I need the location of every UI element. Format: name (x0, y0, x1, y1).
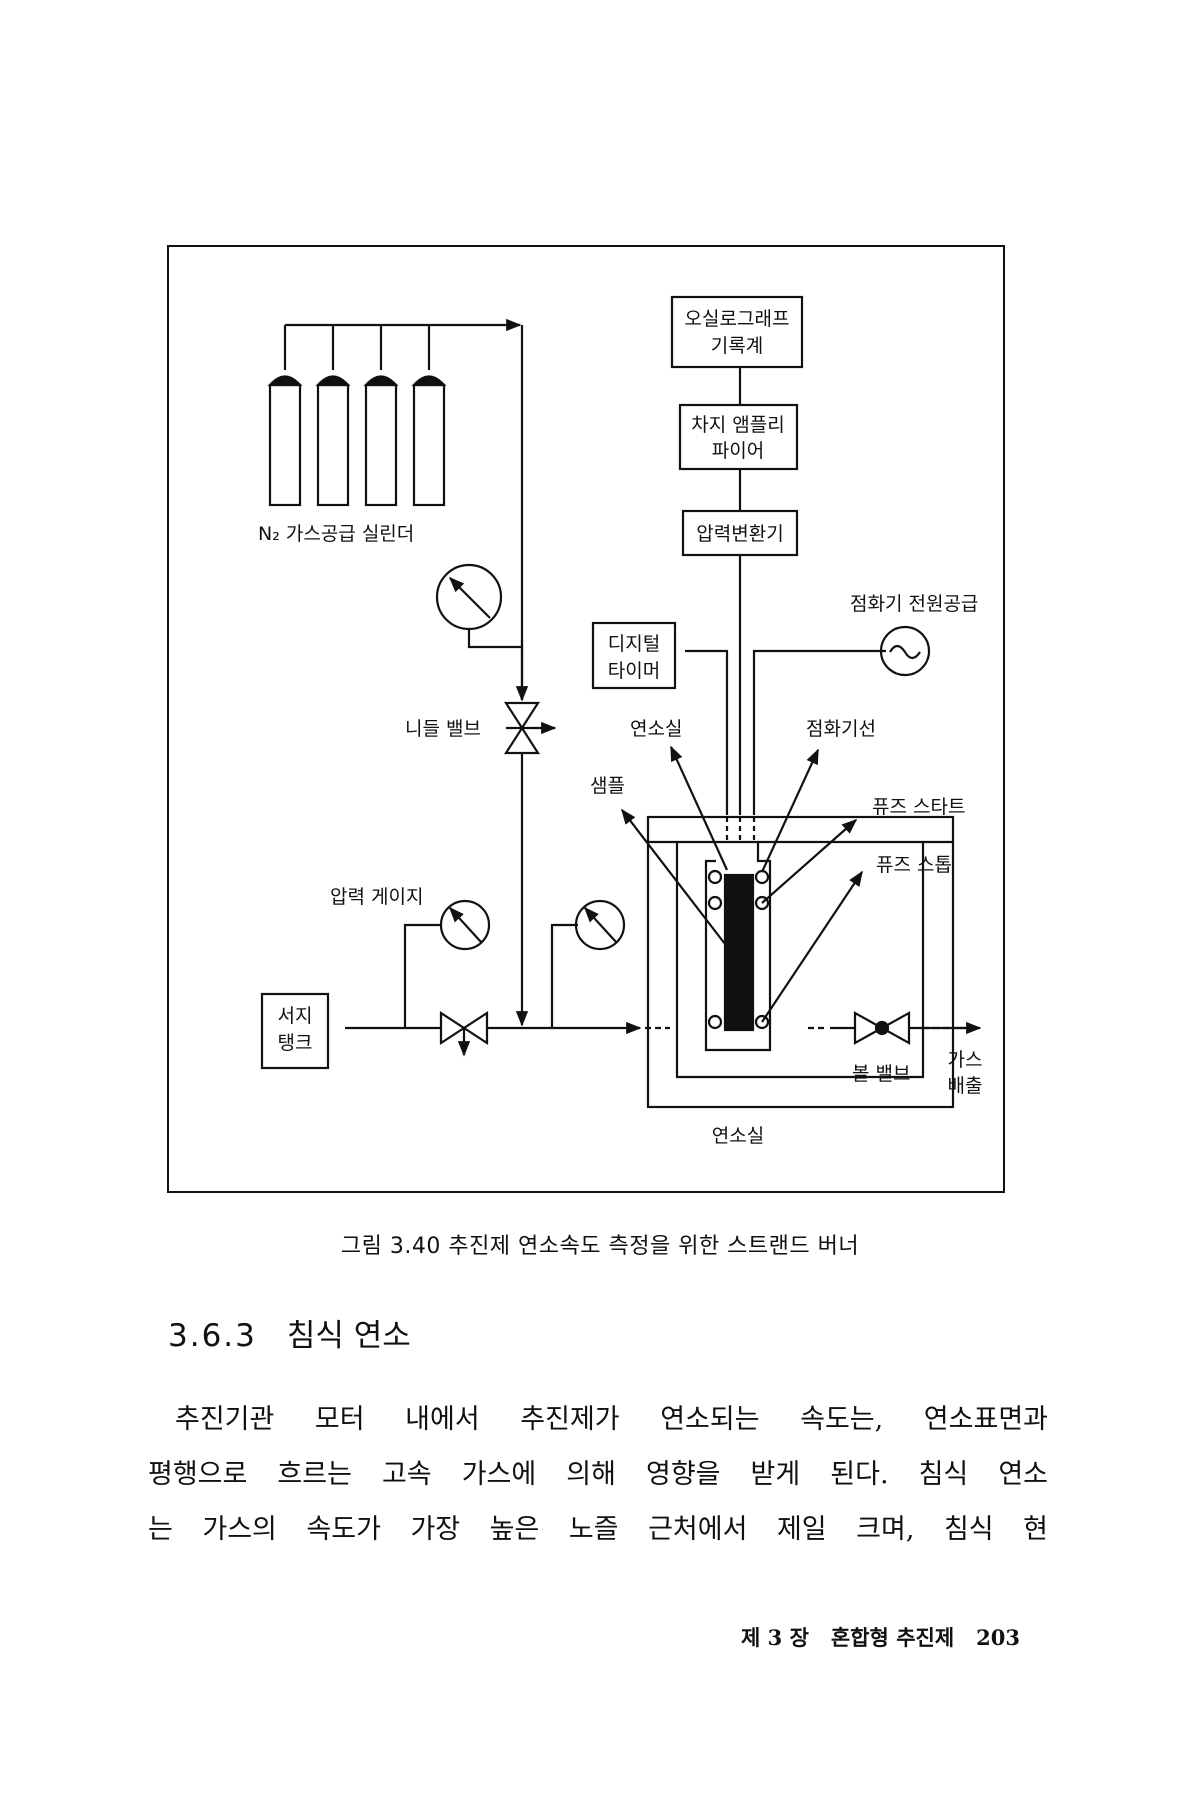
gas-exhaust-label-2: 배출 (948, 1075, 983, 1097)
pressure-gauge-label: 압력 게이지 (330, 886, 423, 908)
surge-tank-label: 서지 (278, 1005, 313, 1027)
cylinder-icon (315, 375, 351, 507)
gas-exhaust-label: 가스 (948, 1049, 983, 1071)
cylinder-icon (363, 375, 399, 507)
pressure-gauge-icon (435, 563, 522, 649)
chamber-top-label: 연소실 (630, 718, 682, 740)
body-paragraph: 추진기관 모터 내에서 추진제가 연소되는 속도는, 연소표면과 평행으로 흐르… (148, 1392, 1048, 1557)
cylinder-icon (267, 375, 303, 507)
section-title: 침식 연소 (286, 1318, 411, 1354)
n2-cylinders-label: N₂ 가스공급 실린더 (258, 523, 414, 545)
needle-valve-label: 니들 밸브 (405, 718, 481, 740)
fuse-start-label: 퓨즈 스타트 (872, 796, 965, 818)
digital-timer-label-2: 타이머 (608, 660, 660, 682)
igniter-power-label: 점화기 전원공급 (850, 593, 978, 615)
igniter-wire-label: 점화기선 (806, 718, 876, 740)
n2-cylinder-icons (267, 375, 447, 507)
digital-timer-label: 디지털 (608, 633, 660, 655)
pressure-gauge-icon (550, 899, 626, 1028)
chapter-number: 제 3 장 (741, 1625, 809, 1650)
oscillograph-box (670, 295, 804, 369)
page-number: 203 (976, 1625, 1020, 1650)
section-number: 3.6.3 (168, 1318, 257, 1354)
feed-line (345, 923, 670, 1035)
pressure-gauge-icon (439, 899, 491, 951)
paragraph-line: 추진기관 모터 내에서 추진제가 연소되는 속도는, 연소표면과 (175, 1404, 1048, 1435)
figure-caption: 그림 3.40 추진제 연소속도 측정을 위한 스트랜드 버너 (340, 1234, 860, 1259)
oscillograph-label: 오실로그래프 (685, 308, 790, 330)
chapter-title: 혼합형 추진제 (830, 1625, 955, 1650)
chamber-bottom-label: 연소실 (712, 1125, 764, 1147)
n2-manifold (283, 318, 524, 700)
page-footer: 제 3 장 혼합형 추진제 203 (719, 1622, 1020, 1652)
pressure-transducer-label: 압력변환기 (696, 523, 783, 545)
charge-amplifier-label: 차지 앰플리 (691, 414, 784, 436)
igniter-power-icon (879, 625, 931, 677)
figure-frame (167, 245, 1005, 1193)
figure-labels: 오실로그래프 기록계 차지 앰플리 파이어 압력변환기 N₂ 가스공급 실린더 … (258, 308, 982, 1147)
needle-valve-icon (503, 640, 557, 1027)
oscillograph-label-2: 기록계 (711, 335, 763, 357)
gate-valve-icon (439, 1010, 489, 1057)
paragraph-line: 평행으로 흐르는 고속 가스에 의해 영향을 받게 된다. 침식 연소 (148, 1459, 1048, 1490)
fuse-stop-label: 퓨즈 스톱 (876, 854, 952, 876)
combustion-chamber (646, 815, 955, 1109)
cylinder-icon (411, 375, 447, 507)
charge-amplifier-label-2: 파이어 (712, 440, 764, 462)
ball-valve-icon (808, 1011, 982, 1045)
surge-tank-label-2: 탱크 (278, 1032, 313, 1054)
digital-timer-box (591, 621, 677, 690)
sample-label: 샘플 (590, 775, 625, 797)
ball-valve-label: 볼 밸브 (852, 1063, 910, 1085)
charge-amplifier-box (678, 403, 799, 471)
section-heading: 3.6.3 침식 연소 (168, 1310, 411, 1355)
surge-tank-box (260, 992, 330, 1070)
propellant-strand (723, 873, 755, 1032)
paragraph-line: 는 가스의 속도가 가장 높은 노즐 근처에서 제일 크며, 침식 현 (148, 1514, 1048, 1545)
